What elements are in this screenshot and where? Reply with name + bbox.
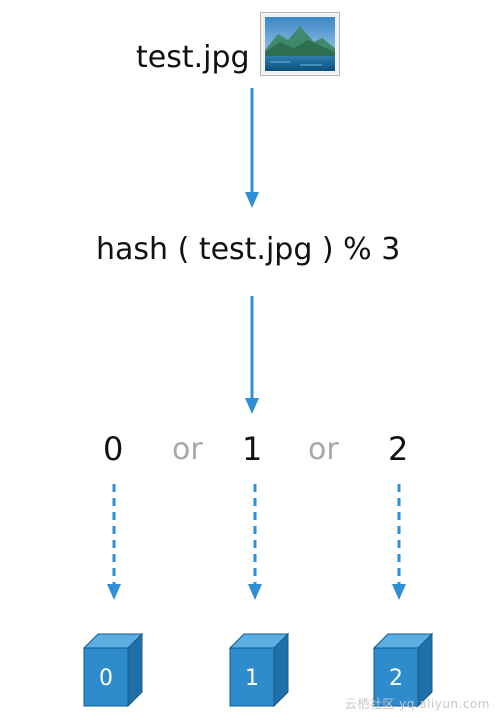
file-name-label: test.jpg xyxy=(136,40,250,75)
or-separator: or xyxy=(308,432,339,467)
storage-node-0: 0 xyxy=(82,632,144,708)
storage-node-2: 2 xyxy=(372,632,434,708)
option-0: 0 xyxy=(103,430,124,468)
dashed-arrow-1 xyxy=(248,484,262,600)
option-1: 1 xyxy=(242,430,263,468)
storage-node-label: 1 xyxy=(245,666,259,691)
or-separator: or xyxy=(172,432,203,467)
option-2: 2 xyxy=(388,430,409,468)
storage-node-1: 1 xyxy=(228,632,290,708)
landscape-image-icon xyxy=(260,12,340,76)
dashed-arrow-0 xyxy=(107,484,121,600)
storage-node-label: 2 xyxy=(389,666,403,691)
arrow-file-to-hash xyxy=(245,88,259,208)
watermark: 云栖社区 yq.aliyun.com xyxy=(344,697,490,711)
dashed-arrow-2 xyxy=(392,484,406,600)
hash-formula: hash ( test.jpg ) % 3 xyxy=(96,232,401,267)
arrow-hash-to-options xyxy=(245,296,259,414)
storage-node-label: 0 xyxy=(99,666,113,691)
